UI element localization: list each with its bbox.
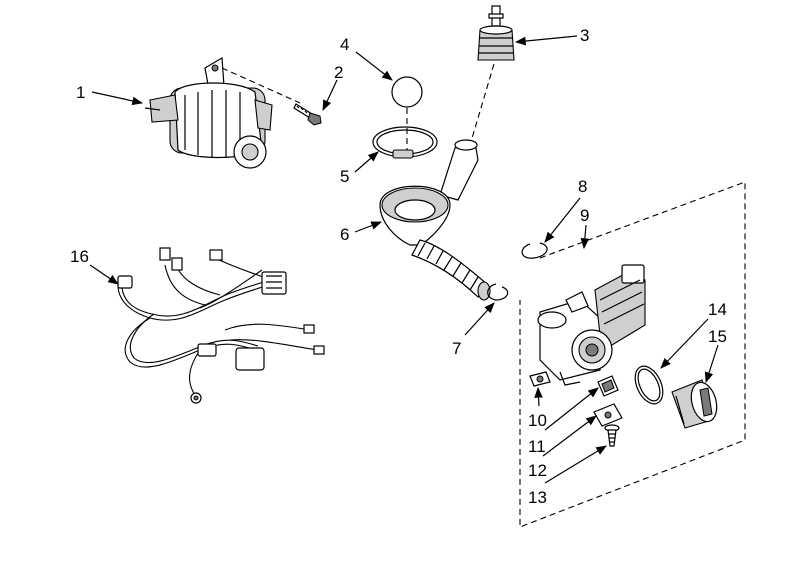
mount-bracket[interactable] <box>593 403 623 427</box>
motor-screw[interactable] <box>293 103 322 126</box>
leader-lines <box>89 35 719 484</box>
pump-mount-clip[interactable] <box>529 371 551 387</box>
callout-6: 6 <box>340 225 349 244</box>
callout-5: 5 <box>340 167 349 186</box>
drive-motor[interactable] <box>144 56 273 169</box>
sump-hose[interactable] <box>379 139 491 301</box>
callout-16: 16 <box>70 247 89 266</box>
callout-13: 13 <box>528 488 547 507</box>
filter-cap[interactable] <box>671 379 721 429</box>
hose-clamp[interactable] <box>372 126 438 159</box>
callout-14: 14 <box>708 300 727 319</box>
callout-9: 9 <box>580 206 589 225</box>
wire-harness[interactable] <box>117 247 325 404</box>
callout-7: 7 <box>452 339 461 358</box>
callout-8: 8 <box>578 177 587 196</box>
pump-assembly-boundary <box>519 181 746 528</box>
connector-guide-line <box>469 63 495 146</box>
callout-10: 10 <box>528 411 547 430</box>
mounting-pad[interactable] <box>597 375 619 397</box>
callout-12: 12 <box>528 461 547 480</box>
callout-15: 15 <box>708 327 727 346</box>
screw-guide-line <box>221 67 301 104</box>
callout-11: 11 <box>528 437 546 456</box>
callout-1: 1 <box>76 83 85 102</box>
callout-3: 3 <box>580 26 589 45</box>
hose-connector[interactable] <box>477 5 515 61</box>
callout-4: 4 <box>340 35 349 54</box>
callout-2: 2 <box>334 63 343 82</box>
pump-clip[interactable] <box>521 242 548 259</box>
hose-clip[interactable] <box>487 283 509 301</box>
check-ball[interactable] <box>391 76 423 108</box>
bracket-screw[interactable] <box>604 424 620 447</box>
drain-pump[interactable] <box>537 264 646 386</box>
o-ring[interactable] <box>630 362 669 408</box>
